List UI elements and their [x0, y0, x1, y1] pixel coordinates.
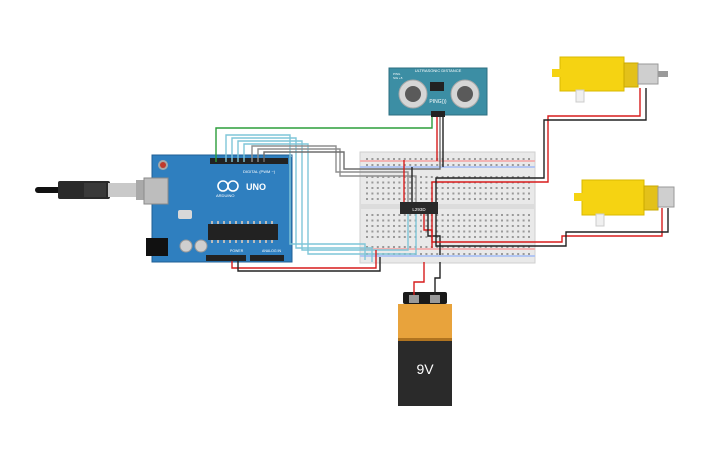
- wire-gray-2[interactable]: [257, 148, 417, 202]
- wire-battery-neg[interactable]: [434, 262, 441, 295]
- wire-cyan-4[interactable]: [243, 143, 417, 255]
- sensor-tag-2: SIG +5: [393, 76, 403, 80]
- dc-jack: [146, 238, 168, 256]
- power-header: [206, 255, 246, 261]
- sensor-model: PING))): [429, 99, 447, 105]
- usb-port: [143, 177, 169, 205]
- sensor-crystal: [430, 82, 444, 91]
- wire-motor1-a[interactable]: [431, 88, 641, 202]
- atmega-chip: [208, 224, 278, 240]
- arduino-logo-icon: [217, 180, 239, 192]
- battery-label: 9V: [416, 361, 434, 377]
- analog-header: [250, 255, 284, 261]
- wire-cyan-1[interactable]: [225, 134, 366, 260]
- wire-5v[interactable]: [231, 250, 377, 269]
- brand-label: ARDUINO: [216, 193, 234, 198]
- wire-battery-pos[interactable]: [413, 262, 425, 295]
- dc-motor-top[interactable]: [552, 56, 668, 103]
- sensor-pins: [431, 111, 445, 117]
- digital-header: [210, 158, 288, 164]
- power-label: POWER: [230, 249, 244, 253]
- sensor-tag: PING: [393, 72, 401, 76]
- wires[interactable]: [215, 88, 669, 295]
- ultrasonic-sensor[interactable]: ULTRASONIC DISTANCE PING))) PING SIG +5: [388, 67, 488, 117]
- wire-gnd[interactable]: [237, 257, 381, 272]
- wire-motor1-b[interactable]: [435, 88, 647, 202]
- dc-motor-bottom[interactable]: [574, 179, 675, 227]
- battery-9v[interactable]: 9V: [398, 292, 452, 406]
- digital-label: DIGITAL (PWM ~): [243, 169, 276, 174]
- wire-gray-1[interactable]: [251, 145, 409, 202]
- analog-label: ANALOG IN: [262, 249, 282, 253]
- wire-motor2-b[interactable]: [435, 208, 669, 247]
- l293d-chip[interactable]: L293D: [400, 202, 438, 214]
- usb-cable[interactable]: [35, 180, 154, 200]
- wire-cyan-3[interactable]: [237, 140, 409, 251]
- breadboard[interactable]: [359, 151, 536, 264]
- sensor-label: ULTRASONIC DISTANCE: [415, 68, 462, 73]
- model-label: UNO: [246, 182, 266, 192]
- wire-gray-3[interactable]: [263, 117, 441, 170]
- chip-label: L293D: [412, 207, 426, 212]
- wire-green[interactable]: [215, 117, 433, 162]
- arduino-uno-board[interactable]: DIGITAL (PWM ~) UNO ARDUINO POWER ANALOG…: [143, 154, 293, 263]
